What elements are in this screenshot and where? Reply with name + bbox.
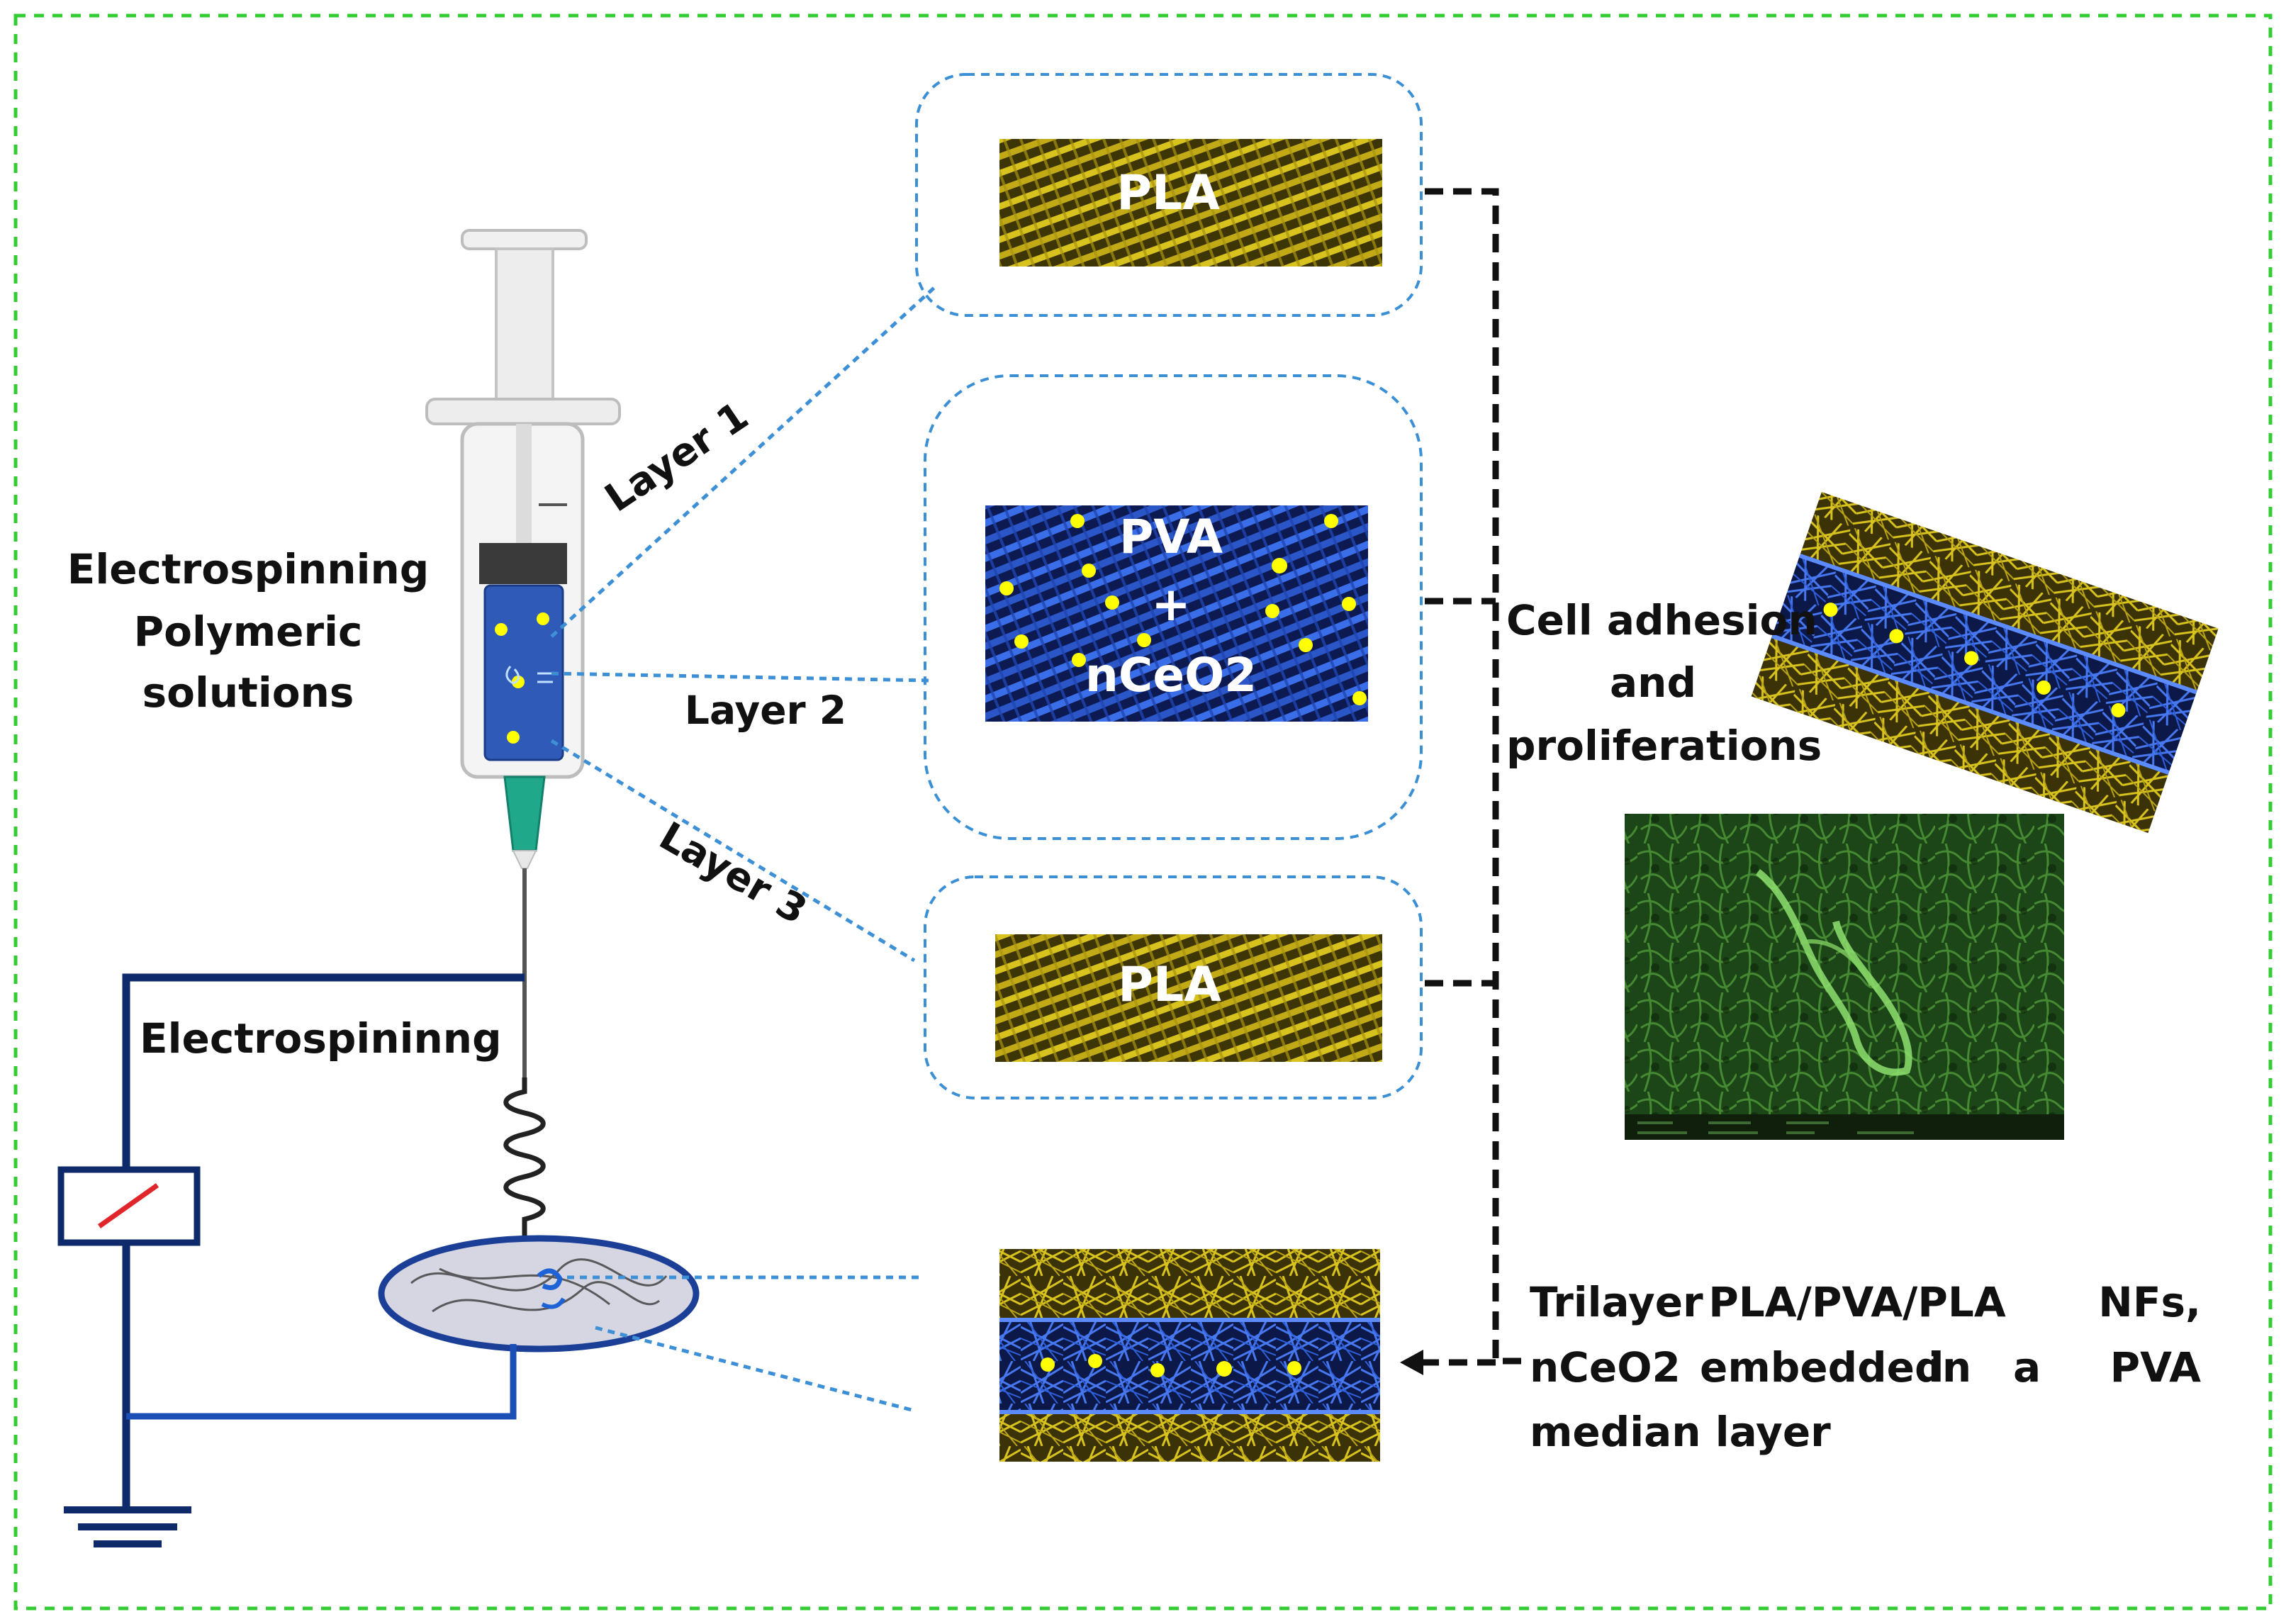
result-line2-word4: a (2013, 1343, 2041, 1391)
pva-fiber-image (985, 505, 1368, 722)
pla-top-fiber-image (999, 139, 1382, 267)
layer2-label: Layer 2 (685, 688, 846, 733)
layer3-label: Layer 3 (652, 813, 815, 934)
outer-frame (13, 13, 2273, 1611)
pva-label-line3: nCeO2 (1085, 648, 1257, 702)
layer-connectors (550, 285, 937, 1413)
sem-micrograph-image (1625, 814, 2064, 1140)
pla-bottom-label: PLA (1118, 957, 1221, 1013)
result-line1-word1: Trilayer (1530, 1278, 1703, 1326)
solutions-label-line3: solutions (142, 668, 354, 717)
syringe-icon (425, 229, 621, 1077)
result-line2-word5: PVA (2110, 1343, 2201, 1391)
flow-lines (1418, 188, 1531, 1366)
tilted-trilayer-image (1751, 491, 2219, 834)
circuit (122, 973, 525, 1510)
pva-label-line1: PVA (1119, 510, 1223, 564)
electrospinning-label: Electrospininng (140, 1014, 502, 1063)
solutions-label-line1: Electrospinning (67, 545, 430, 593)
result-line1-word3: NFs, (2098, 1278, 2201, 1326)
layer1-box (915, 73, 1423, 317)
voltage-source-icon (57, 1166, 201, 1246)
result-line2-word3: in (1928, 1343, 1971, 1391)
result-line2-word1: nCeO2 (1530, 1343, 1681, 1391)
cell-label-line1: Cell adhesion (1506, 596, 1817, 644)
cell-label-line2: and (1610, 659, 1696, 707)
result-line3: median layer (1530, 1408, 1831, 1456)
cell-label-line3: proliferations (1506, 722, 1822, 770)
collector-plate-icon (378, 1235, 700, 1353)
layer2-box (924, 374, 1423, 840)
result-line1-word2: PLA/PVA/PLA (1708, 1278, 2006, 1326)
fiber-jet-icon (503, 1077, 546, 1242)
pva-nanoparticles (999, 514, 1367, 705)
solutions-label-line2: Polymeric (134, 607, 363, 656)
flow-arrowhead (1400, 1350, 1423, 1375)
result-line2-word2: embedded (1700, 1343, 1944, 1391)
layer3-box (924, 875, 1423, 1099)
trilayer-composite-image (999, 1249, 1380, 1462)
pla-bottom-fiber-image (995, 934, 1382, 1062)
pla-top-label: PLA (1116, 165, 1220, 221)
pva-label-line2: + (1151, 577, 1190, 632)
ground-icon (64, 1506, 191, 1547)
